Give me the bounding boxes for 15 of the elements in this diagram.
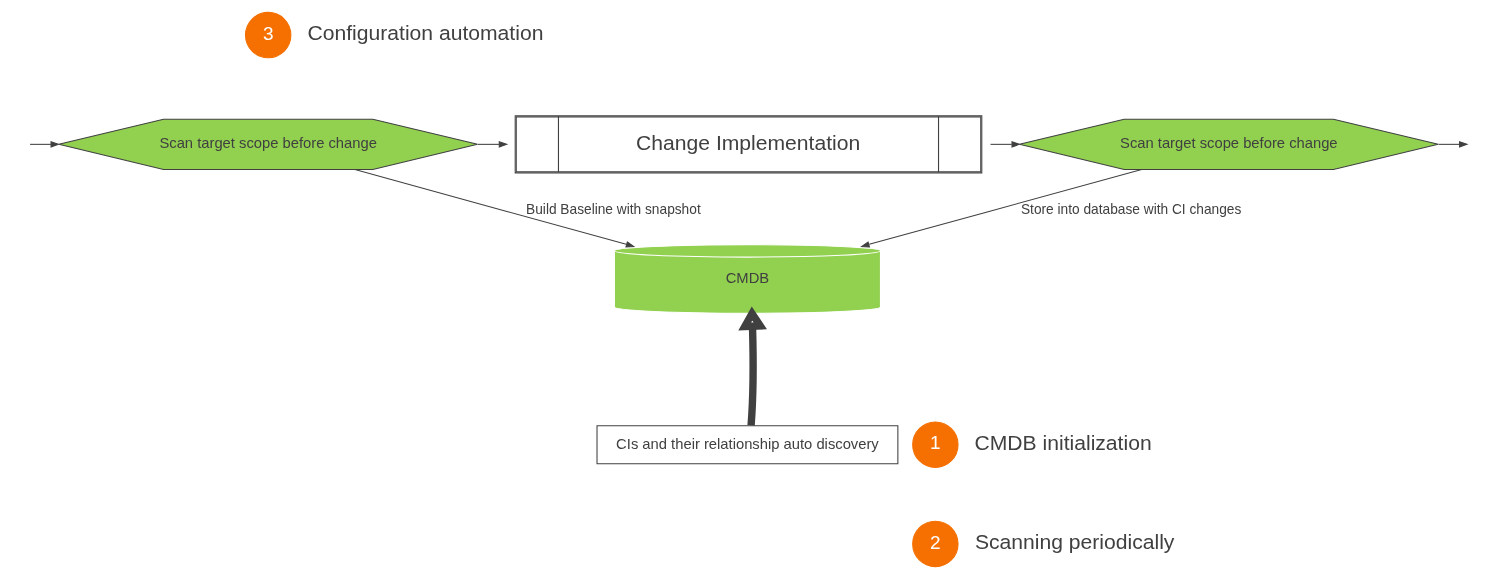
- node-circle: 1: [912, 421, 959, 468]
- node-circle: 3: [244, 11, 292, 59]
- arrow: [354, 168, 636, 248]
- arrow: [1437, 141, 1469, 148]
- arrow: [860, 168, 1143, 248]
- arrow: [990, 141, 1021, 148]
- node-label: Scanning periodically: [974, 530, 1175, 554]
- arrow: [477, 141, 509, 148]
- arrow: [29, 141, 61, 148]
- edge-label: Build Baseline with snapshot: [526, 202, 701, 218]
- node-circle: 2: [912, 520, 959, 568]
- edge-label: Store into database with CI changes: [1020, 202, 1242, 218]
- node-label: CMDB initialization: [974, 430, 1152, 454]
- node-box: CIs and their relationship auto discovery: [596, 425, 899, 465]
- node-label: Configuration automation: [307, 21, 544, 45]
